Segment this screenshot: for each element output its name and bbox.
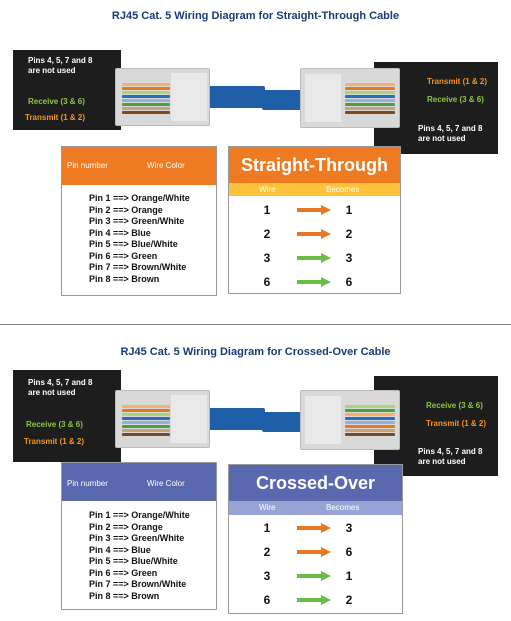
st-wire-6: 6 [263, 275, 271, 289]
right-unused-pins-note-2: Pins 4, 5, 7 and 8 are not used [418, 447, 483, 466]
left-transmit-label-2: Transmit (1 & 2) [24, 437, 85, 446]
pin-table-header: Pin number Wire Color [62, 147, 216, 185]
left-unused-pins-note-2: Pins 4, 5, 7 and 8 are not used [28, 378, 93, 397]
st-wire-3: 3 [263, 251, 271, 265]
left-transmit-label: Transmit (1 & 2) [25, 113, 86, 122]
st-becomes-1: 1 [345, 203, 353, 217]
right-rj45-plug-2 [300, 390, 400, 450]
co-arrow-icon [297, 523, 331, 533]
left-receive-label-2: Receive (3 & 6) [26, 420, 83, 429]
wire-header-2: Wire [259, 503, 276, 512]
co-wire-3: 3 [263, 569, 271, 583]
pin-color-table-2: Pin number Wire Color Pin 1 ==> Orange/W… [61, 462, 217, 610]
right-rj45-plug [300, 68, 400, 128]
pin-number-header: Pin number [67, 161, 108, 170]
left-unused-pins-note: Pins 4, 5, 7 and 8 are not used [28, 56, 93, 75]
cable-left-segment-2 [195, 408, 265, 430]
left-receive-label: Receive (3 & 6) [28, 97, 85, 106]
st-wire-2: 2 [263, 227, 271, 241]
st-becomes-6: 6 [345, 275, 353, 289]
right-transmit-label: Transmit (1 & 2) [427, 77, 488, 86]
left-connector-panel [13, 50, 121, 130]
pin-number-header-2: Pin number [67, 479, 108, 488]
co-becomes-3: 3 [345, 521, 353, 535]
pin-list: Pin 1 ==> Orange/White Pin 2 ==> Orange … [89, 193, 190, 284]
left-rj45-plug-2 [115, 390, 210, 448]
pin-table-header-2: Pin number Wire Color [62, 463, 216, 501]
co-arrow-icon [297, 595, 331, 605]
co-wire-1: 1 [263, 521, 271, 535]
st-arrow-icon [297, 205, 331, 215]
st-arrow-icon [297, 277, 331, 287]
co-becomes-6: 6 [345, 545, 353, 559]
left-rj45-plug [115, 68, 210, 126]
crossed-over-title: RJ45 Cat. 5 Wiring Diagram for Crossed-O… [120, 346, 391, 358]
right-receive-label: Receive (3 & 6) [427, 95, 484, 104]
st-becomes-3: 3 [345, 251, 353, 265]
co-arrow-icon [297, 571, 331, 581]
pin-list-2: Pin 1 ==> Orange/White Pin 2 ==> Orange … [89, 510, 190, 601]
mapping-title-2: Crossed-Over [229, 465, 402, 501]
mapping-subheader-2: Wire Becomes [229, 501, 402, 515]
co-becomes-1: 1 [345, 569, 353, 583]
st-arrow-icon [297, 253, 331, 263]
right-unused-pins-note: Pins 4, 5, 7 and 8 are not used [418, 124, 483, 143]
becomes-header-2: Becomes [326, 503, 360, 512]
mapping-subheader: Wire Becomes [229, 183, 400, 196]
wire-color-header-2: Wire Color [147, 479, 185, 488]
left-connector-panel-2 [13, 370, 121, 462]
co-arrow-icon [297, 547, 331, 557]
cable-right-segment-2 [262, 412, 312, 432]
pin-color-table: Pin number Wire Color Pin 1 ==> Orange/W… [61, 146, 217, 296]
st-wire-1: 1 [263, 203, 271, 217]
straight-through-title: RJ45 Cat. 5 Wiring Diagram for Straight-… [111, 10, 400, 22]
cable-left-segment [195, 86, 265, 108]
becomes-header: Becomes [326, 185, 360, 194]
mapping-title: Straight-Through [229, 147, 400, 183]
co-wire-6: 6 [263, 593, 271, 607]
right-receive-label-2: Receive (3 & 6) [426, 401, 483, 410]
cable-right-segment [262, 90, 312, 110]
st-arrow-icon [297, 229, 331, 239]
wire-color-header: Wire Color [147, 161, 185, 170]
wire-header: Wire [259, 185, 276, 194]
mapping-table-2: Crossed-Over Wire Becomes 1 3 2 6 3 1 6 2 [228, 464, 403, 614]
mapping-table: Straight-Through Wire Becomes 1 1 2 2 3 3 6 6 [228, 146, 401, 294]
right-transmit-label-2: Transmit (1 & 2) [426, 419, 487, 428]
st-becomes-2: 2 [345, 227, 353, 241]
co-becomes-2: 2 [345, 593, 353, 607]
co-wire-2: 2 [263, 545, 271, 559]
section-divider [0, 324, 511, 325]
